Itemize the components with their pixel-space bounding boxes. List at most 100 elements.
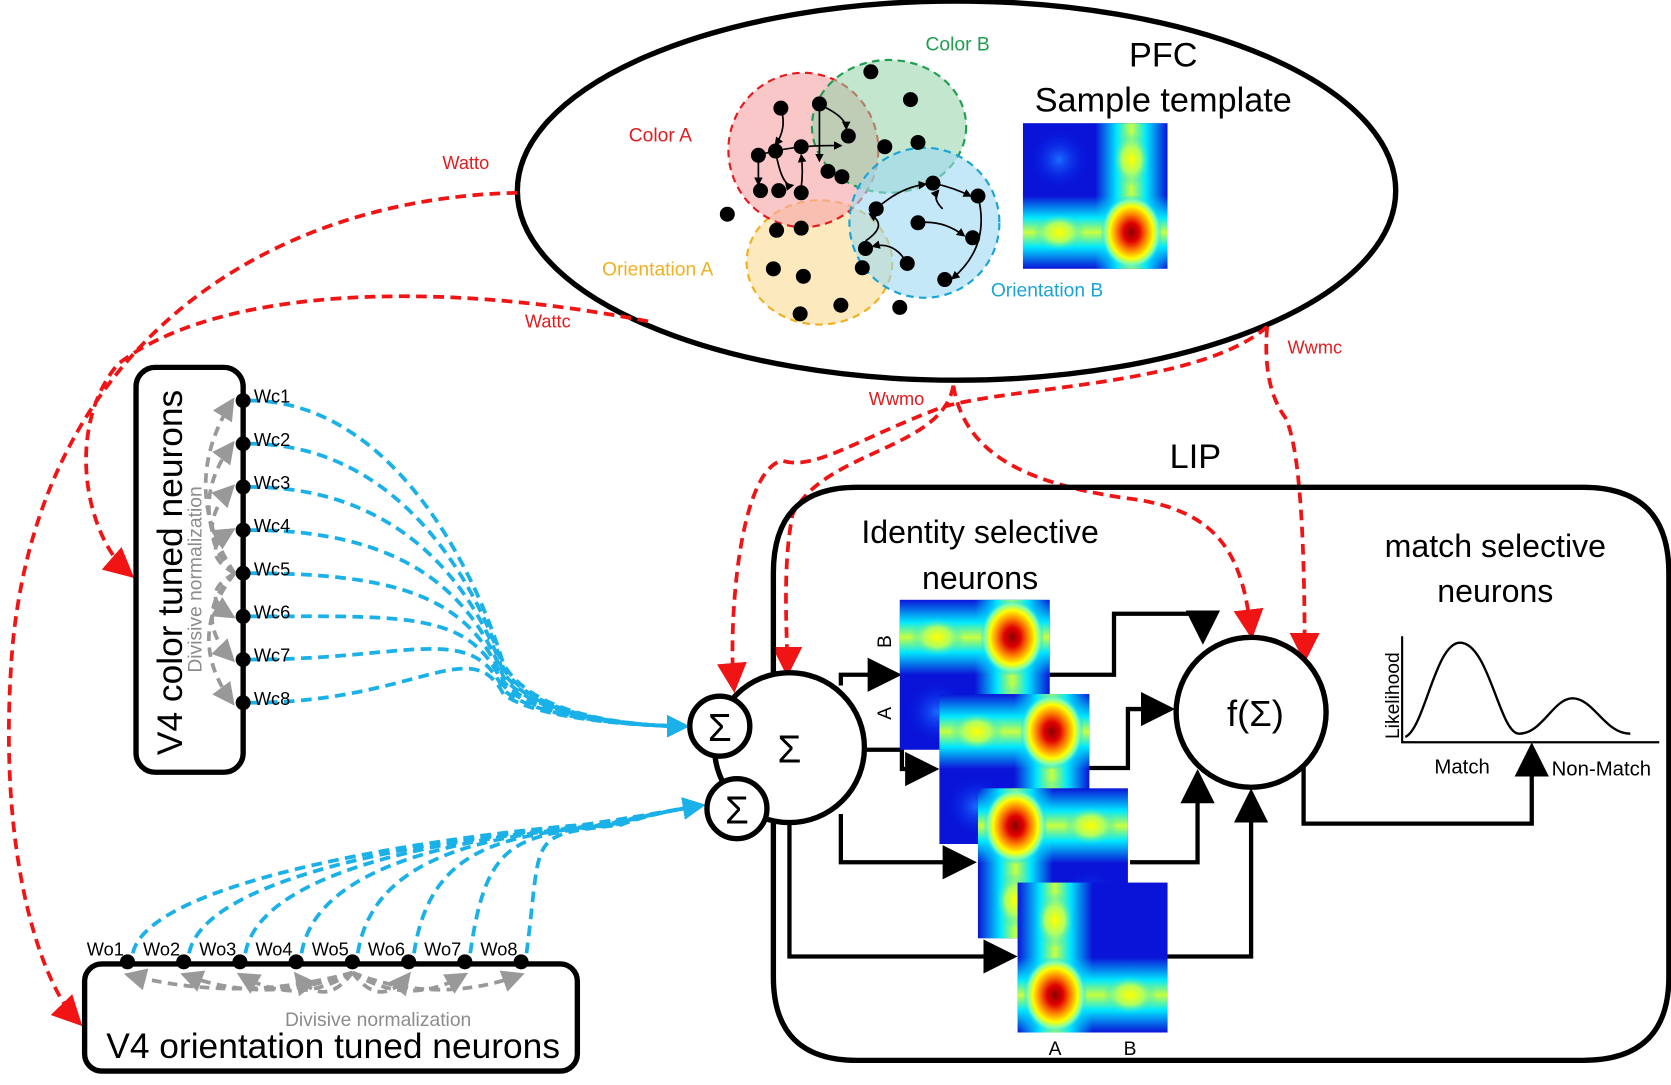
label-watto: Watto [442, 153, 489, 173]
v4-orientation-title: V4 orientation tuned neurons [106, 1027, 560, 1066]
heatmap-axis-b-vertical: B [875, 635, 896, 648]
match-title-line2: neurons [1437, 573, 1553, 609]
heatmap-axis-a: A [1049, 1039, 1062, 1060]
heatmap-axis-a-vertical: A [875, 707, 896, 720]
v4-color-module: V4 color tuned neurons Divisive normaliz… [133, 364, 690, 775]
color-weight-label: Wc1 [254, 387, 290, 407]
v4-orientation-normalization-arrows [123, 968, 525, 997]
lip-box [770, 484, 1671, 1064]
color-weight-label: Wc8 [254, 689, 290, 709]
orientation-weight-label: Wo2 [143, 939, 180, 959]
orientation-neuron-node [401, 954, 417, 970]
orientation-weight-label: Wo1 [87, 939, 124, 959]
orientation-sum-neuron [704, 775, 770, 842]
pfc-title: PFC [1129, 36, 1198, 74]
orientation-neuron-node [232, 954, 248, 970]
color-neuron-node [235, 393, 251, 409]
color-feedforward-5 [249, 571, 690, 738]
orientation-neuron-node [119, 954, 135, 970]
likelihood-axis-label: Likelihood [1383, 652, 1404, 739]
orientation-normalization-arc [350, 971, 411, 997]
orientation-feedforward-2 [187, 797, 706, 954]
color-feedforward-7 [249, 647, 690, 738]
color-normalization-arc [207, 440, 237, 575]
color-feedforward-6 [249, 614, 690, 738]
color-feedforward-4 [249, 528, 690, 738]
color-neuron-node [235, 522, 251, 538]
cluster-label-color-b: Color B [925, 34, 989, 55]
v4-orientation-feedforward [130, 797, 706, 954]
wwmc-connection-to-f [1264, 326, 1320, 663]
orientation-feedforward-8 [524, 797, 706, 954]
color-feedforward-3 [249, 485, 690, 738]
orientation-sum-symbol: Σ [725, 790, 749, 833]
likelihood-plot: Likelihood Match Non-Match [1383, 636, 1660, 780]
orientation-weight-label: Wo5 [312, 939, 349, 959]
lip-title: LIP [1170, 438, 1221, 476]
orientation-neuron-node [513, 954, 529, 970]
orientation-normalization-arc [351, 970, 525, 992]
color-normalization-arc [210, 528, 236, 575]
orientation-normalization-arc [293, 971, 354, 997]
orientation-feedforward-7 [468, 797, 706, 954]
v4-orientation-normalization-label: Divisive normalization [285, 1010, 471, 1031]
color-feedforward-8 [249, 666, 690, 738]
top-down-connections: Watto Wattc Wwmo Wwmc [7, 153, 1343, 1027]
color-weight-label: Wc3 [254, 473, 290, 493]
identity-heatmap-4 [1017, 882, 1168, 1034]
main-sum-symbol: Σ [778, 729, 802, 772]
label-wattc: Wattc [525, 312, 571, 332]
color-neuron-node [235, 695, 251, 711]
sum-unit: Σ Σ Σ [687, 669, 868, 842]
cluster-label-color-a: Color A [629, 125, 692, 146]
orientation-normalization-arc [180, 970, 354, 992]
cluster-label-orientation-a: Orientation A [602, 259, 714, 280]
orientation-neuron-node [176, 954, 192, 970]
color-neuron-node [235, 652, 251, 668]
lip-region: LIP Identity selective neurons B A A B [687, 438, 1671, 1064]
likelihood-curve [1404, 641, 1631, 738]
color-weight-label: Wc4 [254, 516, 290, 536]
label-wwmc: Wwmc [1288, 337, 1343, 357]
orientation-weight-label: Wo4 [255, 939, 292, 959]
orientation-neuron-node [457, 954, 473, 970]
wwmo-connection-to-f [951, 385, 1264, 640]
color-feedforward-1 [249, 398, 690, 738]
orientation-feedforward-6 [412, 797, 706, 954]
wattc-connection [84, 294, 649, 578]
color-weight-label: Wc5 [254, 559, 290, 579]
color-normalization-arc [207, 572, 237, 706]
color-sum-neuron [687, 693, 753, 759]
orientation-weight-label: Wo6 [368, 939, 405, 959]
identity-title-line2: neurons [922, 560, 1038, 596]
color-weight-label: Wc6 [254, 603, 290, 623]
f-sigma-neuron [1173, 634, 1329, 790]
sample-template-heatmap [1022, 123, 1168, 270]
orientation-weight-label: Wo8 [480, 939, 517, 959]
orientation-weight-label: Wo3 [199, 939, 236, 959]
match-label: Match [1434, 756, 1489, 778]
watto-connection [7, 190, 518, 1027]
label-wwmo: Wwmo [869, 389, 925, 409]
color-weight-label: Wc2 [254, 430, 290, 450]
wwmo-connection-to-sum [772, 385, 956, 677]
color-neuron-node [235, 436, 251, 452]
nonmatch-label: Non-Match [1552, 758, 1652, 780]
orientation-normalization-arc [236, 970, 354, 994]
v4-orientation-module: V4 orientation tuned neurons Divisive no… [81, 797, 706, 1074]
pfc-recurrent-arrows [754, 103, 982, 280]
color-neuron-node [235, 608, 251, 624]
wwmc-connection-to-sum [716, 325, 1269, 693]
pfc-subtitle: Sample template [1035, 81, 1292, 119]
f-sigma-label: f(Σ) [1227, 693, 1284, 734]
color-sum-symbol: Σ [708, 707, 732, 750]
v4-color-feedforward [249, 398, 690, 738]
orientation-neuron-node [288, 954, 304, 970]
sigma-to-maps-arrows [787, 657, 1018, 974]
cluster-label-orientation-b: Orientation B [991, 281, 1103, 302]
color-feedforward-2 [249, 441, 690, 738]
v4-color-title: V4 color tuned neurons [151, 390, 190, 755]
match-title-line1: match selective [1385, 528, 1606, 564]
